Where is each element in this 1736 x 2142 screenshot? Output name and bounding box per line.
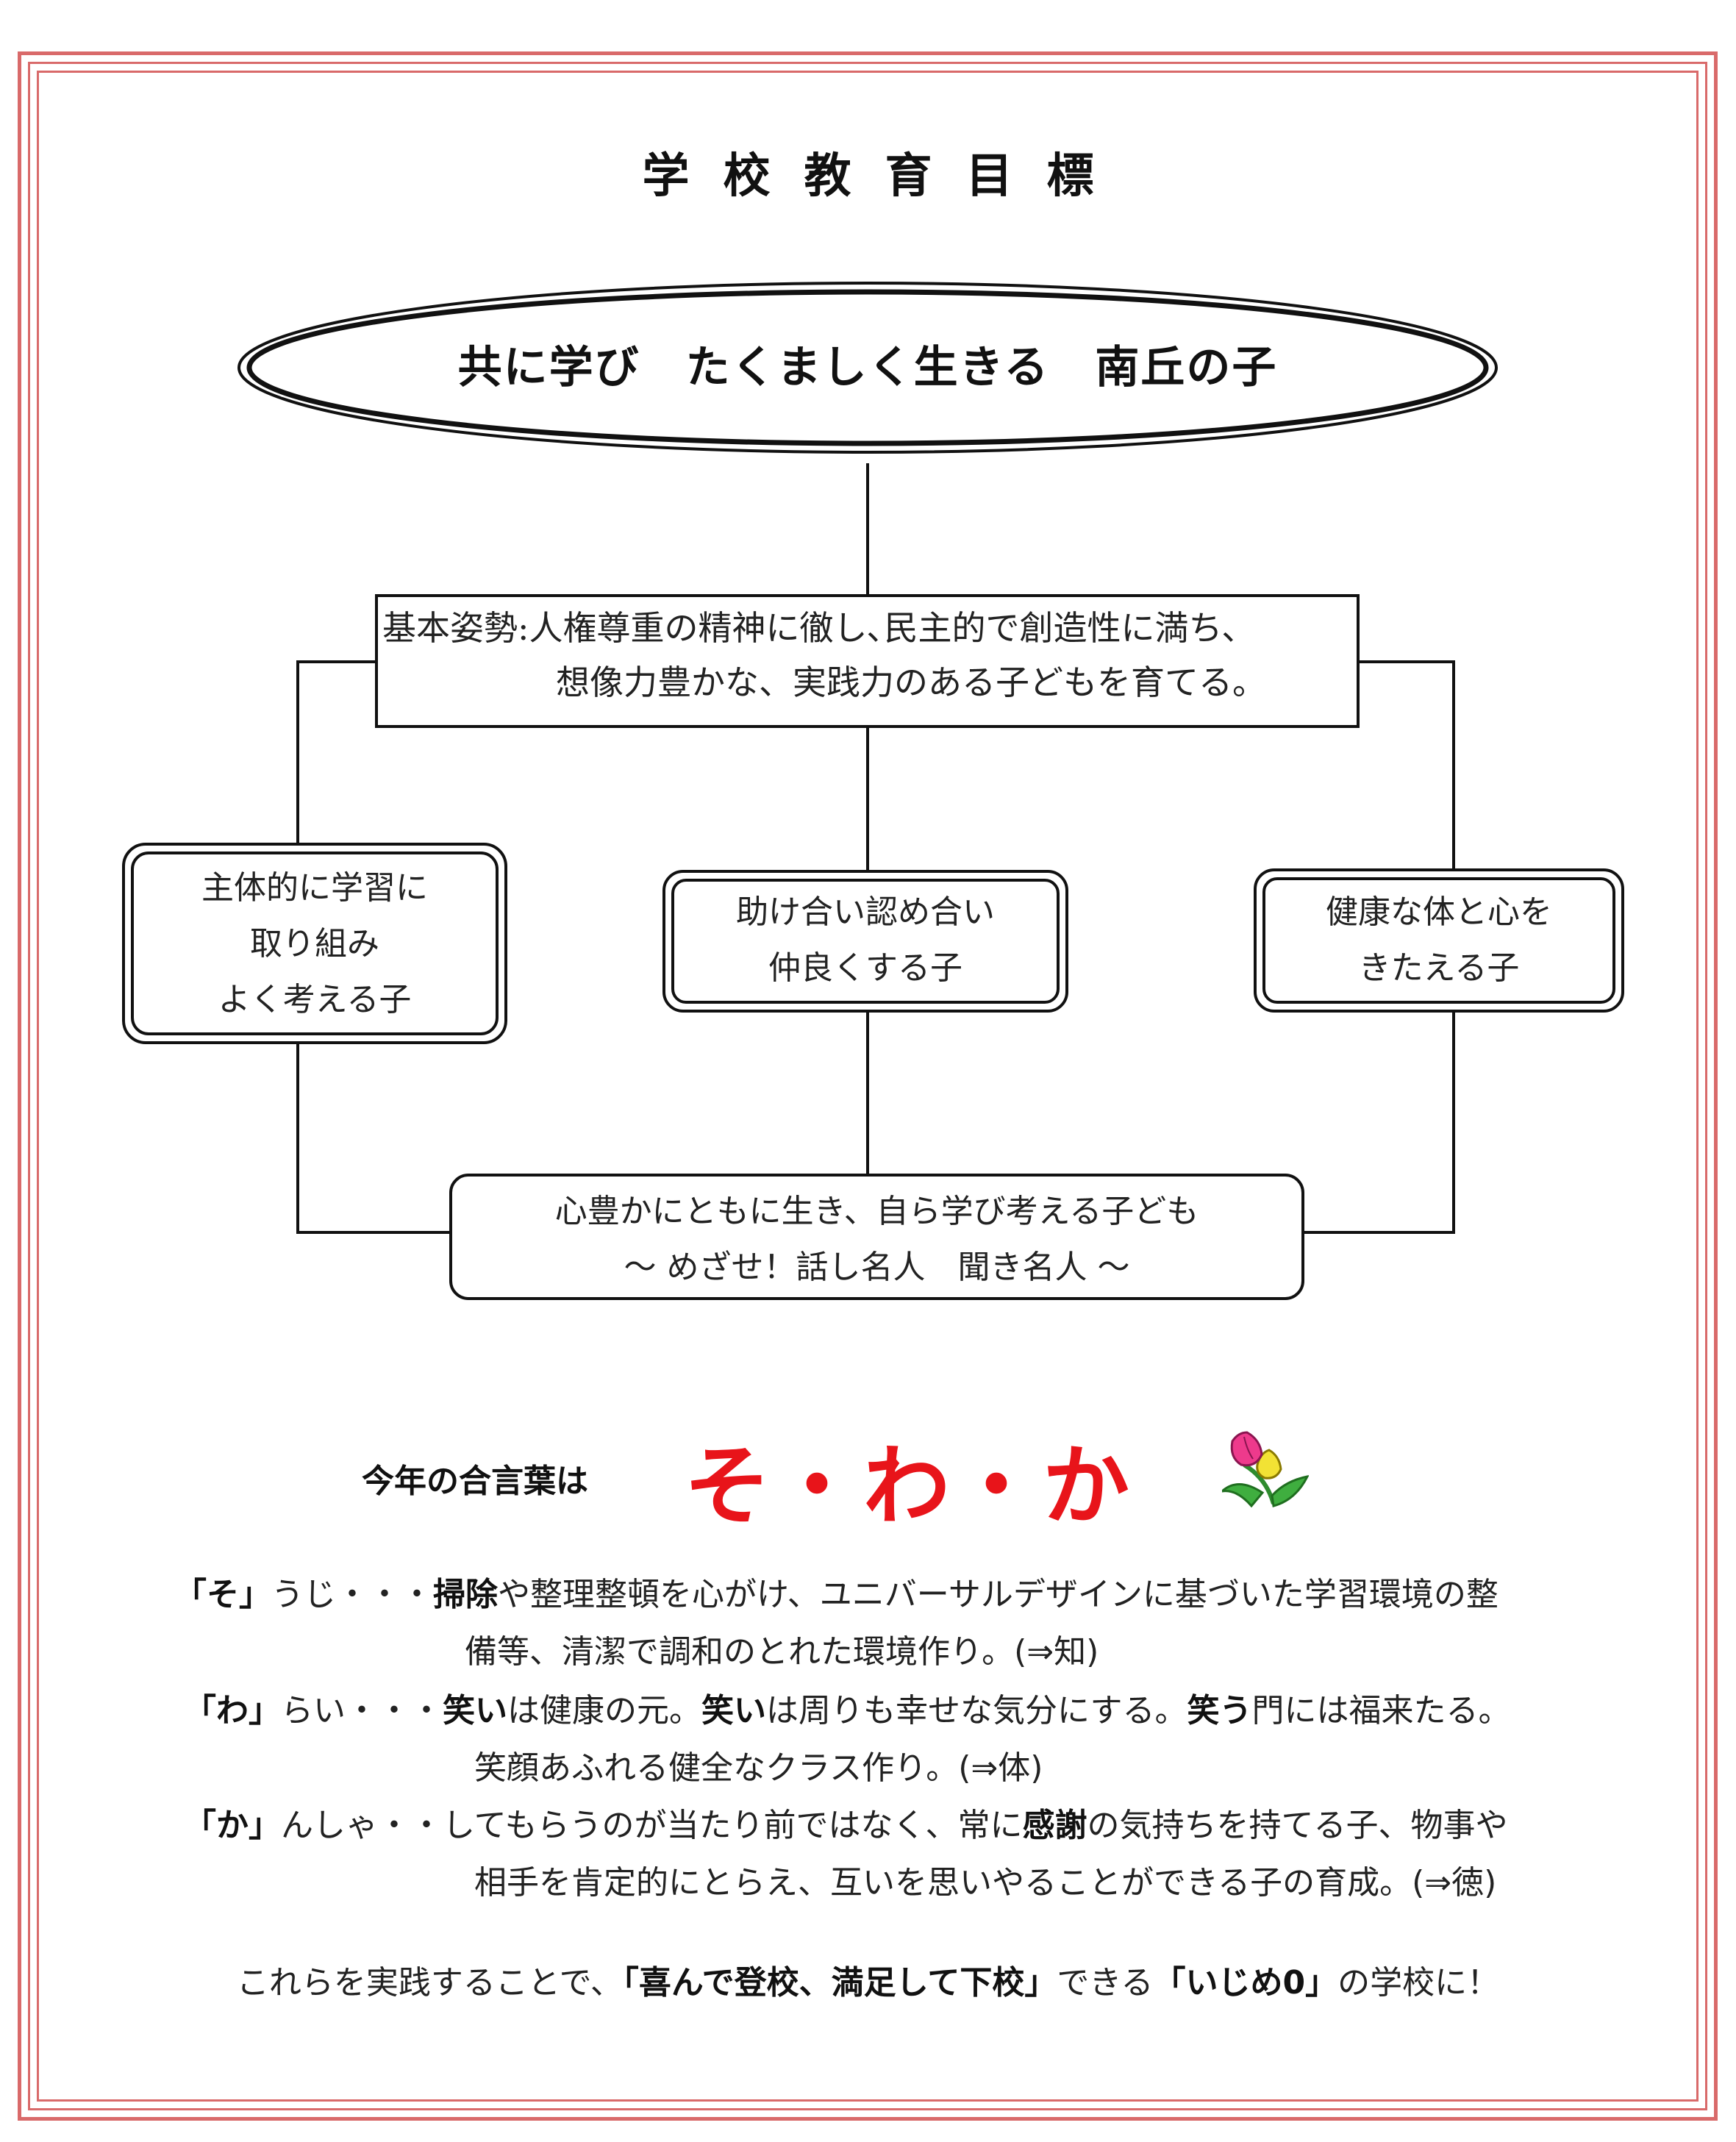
item-so-text-1: や整理整頓を心がけ、ユニバーサルデザインに基づいた学習環境の整 — [498, 1576, 1499, 1613]
item-ka-line-2: 相手を肯定的にとらえ、互いを思いやることができる子の育成。(⇒徳) — [474, 1864, 1497, 1902]
item-wa-line-2: 笑顔あふれる健全なクラス作り。(⇒体) — [474, 1749, 1043, 1787]
goal-box-right — [1254, 868, 1624, 1013]
page-title: 学校教育目標 — [642, 149, 1128, 204]
goal-center-text: 助け合い認め合い 仲良くする子 — [673, 885, 1058, 996]
item-ka-text-0: してもらうのが当たり前ではなく、常に — [443, 1807, 1023, 1844]
aikotoba-label: 今年の合言葉は — [362, 1463, 588, 1500]
item-so-key: 「そ」 — [174, 1576, 271, 1613]
goal-center-line: 仲良くする子 — [768, 949, 962, 987]
item-wa-text-1: は健康の元。 — [507, 1692, 701, 1729]
closing-bold-2: 「いじめ0」 — [1153, 1964, 1338, 2002]
item-wa-line-1: 「わ」らい・・・笑いは健康の元。笑いは周りも幸せな気分にする。笑う門には福来たる… — [184, 1684, 1510, 1731]
item-ka-lead: んしゃ・・ — [281, 1807, 443, 1844]
connector-lines — [296, 463, 1455, 1234]
item-wa-text-3: 門には福来たる。 — [1251, 1692, 1511, 1729]
item-ka-key: 「か」 — [184, 1807, 281, 1844]
aikotoba-word: そ・わ・か — [684, 1435, 1133, 1537]
goal-right-line: きたえる子 — [1358, 949, 1520, 987]
closing-statement: これらを実践することで、「喜んで登校、満足して下校」できる「いじめ0」の学校に！ — [0, 1956, 1736, 2003]
goal-right-line: 健康な体と心を — [1326, 893, 1552, 931]
item-wa-bold-3: 笑う — [1187, 1692, 1252, 1729]
ideal-text: 心豊かにともに生き、自ら学び考える子ども ～ めざせ！話し名人 聞き名人 ～ — [451, 1184, 1303, 1296]
policy-line-2: 想像力豊かな、実践力のある子どもを育てる。 — [556, 663, 1266, 702]
item-ka-line-1: 「か」んしゃ・・してもらうのが当たり前ではなく、常に感謝の気持ちを持てる子、物事… — [184, 1799, 1507, 1846]
page-border-middle — [28, 62, 1707, 2110]
page-border-inner — [37, 71, 1699, 2102]
goal-left-line: 取り組み — [250, 925, 379, 963]
closing-pre: これらを実践することで、 — [236, 1964, 623, 2002]
item-so-bold-1: 掃除 — [433, 1576, 498, 1613]
closing-post: の学校に！ — [1337, 1964, 1500, 2002]
goal-left-text: 主体的に学習に 取り組み よく考える子 — [132, 860, 497, 1028]
goal-box-left — [122, 843, 507, 1044]
item-wa-lead: らい・・・ — [281, 1692, 443, 1729]
item-ka-text-1: の気持ちを持てる子、物事や — [1087, 1807, 1508, 1844]
item-so-lead: うじ・・・ — [271, 1576, 433, 1613]
tulip-icon — [1222, 1431, 1309, 1507]
ideal-line-2: ～ めざせ！話し名人 聞き名人 ～ — [624, 1249, 1130, 1286]
school-motto: 共に学び たくましく生きる 南丘の子 — [457, 342, 1278, 393]
item-so-line-2: 備等、清潔で調和のとれた環境作り。(⇒知) — [465, 1633, 1099, 1671]
item-ka-bold-1: 感謝 — [1022, 1807, 1087, 1844]
item-wa-bold-2: 笑い — [701, 1692, 766, 1729]
closing-bold-1: 「喜んで登校、満足して下校」 — [622, 1964, 1057, 2002]
policy-box — [375, 594, 1360, 728]
goal-right-text: 健康な体と心を きたえる子 — [1264, 885, 1614, 996]
page-border-outer — [18, 51, 1718, 2121]
ideal-box — [449, 1174, 1304, 1300]
closing-mid: できる — [1057, 1964, 1154, 2002]
ideal-line-1: 心豊かにともに生き、自ら学び考える子ども — [554, 1193, 1199, 1230]
goal-center-line: 助け合い認め合い — [736, 893, 995, 931]
policy-line-1: 基本姿勢:人権尊重の精神に徹し､民主的で創造性に満ち､ — [382, 608, 1240, 648]
item-wa-bold-1: 笑い — [443, 1692, 507, 1729]
goal-box-center — [662, 870, 1068, 1013]
motto-ellipse — [237, 282, 1498, 454]
item-wa-key: 「わ」 — [184, 1692, 281, 1729]
goal-left-line: 主体的に学習に — [201, 869, 428, 907]
item-so-line-1: 「そ」うじ・・・掃除や整理整頓を心がけ、ユニバーサルデザインに基づいた学習環境の… — [174, 1568, 1499, 1615]
motto-ellipse-inner — [246, 289, 1489, 446]
item-wa-text-2: は周りも幸せな気分にする。 — [766, 1692, 1187, 1729]
goal-left-line: よく考える子 — [218, 981, 412, 1018]
